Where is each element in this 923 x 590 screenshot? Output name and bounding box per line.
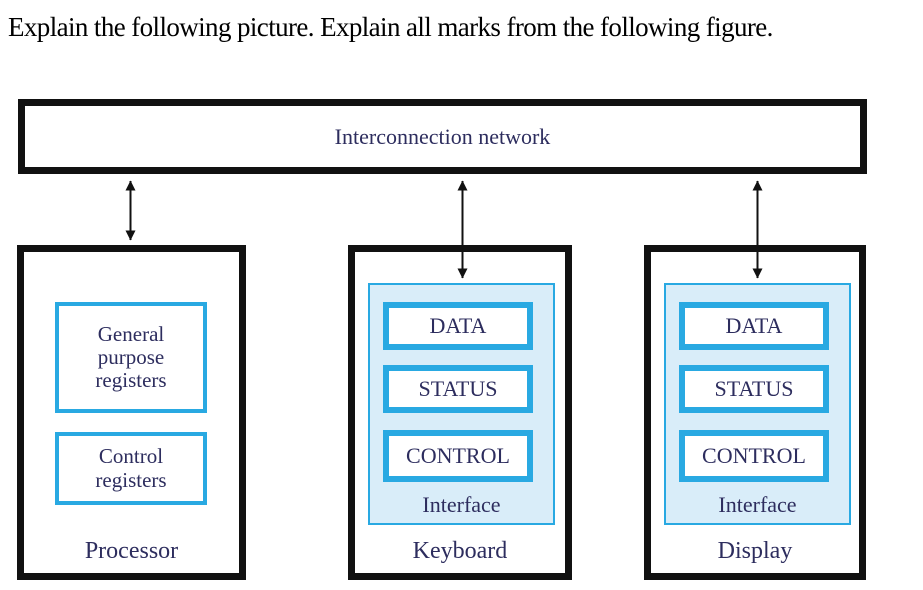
display-interface-label: Interface <box>718 492 797 517</box>
display-interface-box: DATA STATUS CONTROL Interface <box>664 283 851 525</box>
general-purpose-registers-label: General purpose registers <box>95 321 167 393</box>
keyboard-control-register-label: CONTROL <box>406 443 510 468</box>
display-status-register-label: STATUS <box>714 376 794 401</box>
display-label: Display <box>717 538 793 564</box>
general-purpose-registers-box: General purpose registers <box>55 302 207 413</box>
keyboard-status-register-box: STATUS <box>383 365 533 413</box>
display-data-register-box: DATA <box>679 302 829 350</box>
keyboard-box: DATA STATUS CONTROL Interface Keyboard <box>348 245 572 580</box>
keyboard-status-register-label: STATUS <box>418 376 498 401</box>
display-data-register-label: DATA <box>725 313 783 338</box>
processor-label: Processor <box>84 538 179 564</box>
display-box: DATA STATUS CONTROL Interface Display <box>644 245 866 580</box>
display-control-register-label: CONTROL <box>702 443 806 468</box>
keyboard-interface-label: Interface <box>422 492 501 517</box>
question-caption: Explain the following picture. Explain a… <box>8 12 773 42</box>
processor-box: General purpose registers Control regist… <box>17 245 246 580</box>
keyboard-label: Keyboard <box>412 538 508 564</box>
display-control-register-box: CONTROL <box>679 430 829 482</box>
keyboard-data-register-box: DATA <box>383 302 533 350</box>
control-registers-label: Control registers <box>95 444 167 492</box>
display-status-register-box: STATUS <box>679 365 829 413</box>
keyboard-control-register-box: CONTROL <box>383 430 533 482</box>
interconnection-network-label: Interconnection network <box>334 123 551 149</box>
keyboard-interface-box: DATA STATUS CONTROL Interface <box>368 283 555 525</box>
interconnection-network-box: Interconnection network <box>18 99 867 174</box>
keyboard-data-register-label: DATA <box>429 313 487 338</box>
control-registers-box: Control registers <box>55 432 207 505</box>
